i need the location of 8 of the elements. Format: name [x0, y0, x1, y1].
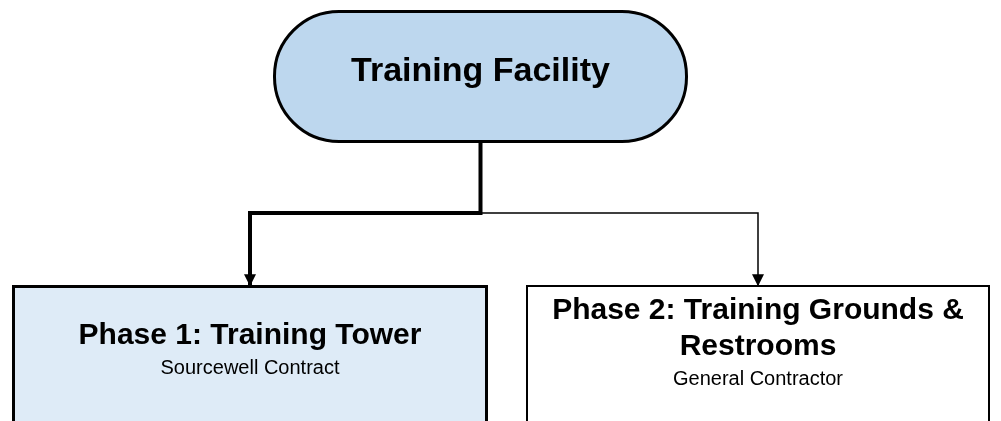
- phase-box: [12, 285, 488, 421]
- node-title: Phase 2: Training Grounds & Restrooms: [551, 291, 965, 363]
- node-title: Training Facility: [350, 49, 611, 90]
- phase-box: [526, 285, 990, 421]
- node-subtitle: Sourcewell Contract: [159, 355, 341, 380]
- node-subtitle: General Contractor: [671, 366, 845, 391]
- node-title: Phase 1: Training Tower: [77, 316, 423, 352]
- arrow: [244, 143, 483, 287]
